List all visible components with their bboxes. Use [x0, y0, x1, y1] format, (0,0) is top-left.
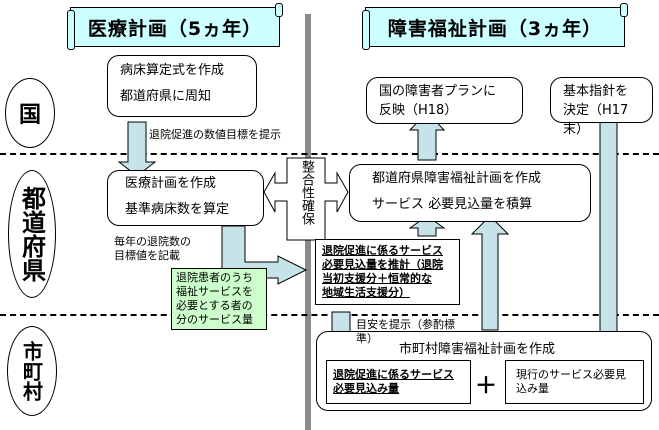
- municipal-estimate-box: 退院促進に係るサービス 必要見込み量: [326, 360, 471, 404]
- service-line-4: 分のサービス量: [176, 313, 253, 326]
- basic-policy-line-2: 決定（H17: [563, 103, 629, 118]
- welfare-national-plan-box: 国の障害者プランに 反映（H18）: [366, 77, 523, 124]
- header-welfare-label: 障害福祉計画（3ヵ年）: [387, 17, 603, 40]
- basic-policy-line-3: 末）: [563, 122, 590, 137]
- welfare-prefecture-box: 都道府県障害福祉計画を作成 サービス 必要見込量を積算: [349, 164, 591, 222]
- municipal-right-line-1: 現行のサービス必要見: [516, 368, 626, 381]
- medical-prefecture-line-1: 医療計画を作成: [125, 176, 217, 191]
- national-plan-line-2: 反映（H18）: [379, 103, 458, 118]
- municipal-title: 市町村障害福祉計画を作成: [399, 342, 556, 357]
- medical-prefecture-line-2: 基準病床数を算定: [125, 202, 230, 217]
- divider-national-prefecture: [0, 153, 659, 155]
- arrow-up-municipal: [470, 215, 510, 331]
- municipal-right-line-2: 込み量: [516, 382, 549, 395]
- service-line-3: 必要とする者の: [176, 299, 253, 312]
- guide-line-2: 準）: [356, 332, 378, 345]
- estimate-line-4: 地域生活支援分）: [322, 286, 410, 299]
- annual-target-note: 毎年の退院数の 目標値を記載: [114, 235, 191, 263]
- header-medical-plan: 医療計画（5ヵ年）: [67, 3, 283, 50]
- level-prefecture-label: 都道府県: [17, 186, 46, 282]
- arrow-label-target: 退院促進の数値目標を提示: [149, 128, 281, 141]
- basic-policy-box: 基本指針を 決定（H17 末）: [550, 77, 653, 137]
- medical-prefecture-box: 医療計画を作成 基準病床数を算定: [107, 170, 264, 226]
- arrow-down-basic-policy: [587, 113, 630, 356]
- welfare-prefecture-line-2: サービス 必要見込量を積算: [372, 197, 533, 212]
- medical-national-line-1: 病床算定式を作成: [120, 63, 225, 78]
- national-plan-line-1: 国の障害者プランに: [379, 84, 497, 99]
- note-line-2: 目標値を記載: [114, 249, 180, 262]
- level-national-label: 国: [18, 103, 41, 128]
- level-prefecture: 都道府県: [8, 170, 56, 298]
- estimate-line-3: 当初支援分＋恒常的な: [322, 272, 432, 285]
- estimate-line-2: 必要見込量を推計（退院: [322, 258, 443, 271]
- medical-national-box: 病床算定式を作成 都道府県に周知: [107, 55, 257, 117]
- medical-national-line-2: 都道府県に周知: [120, 89, 212, 104]
- basic-policy-line-1: 基本指針を: [563, 84, 629, 99]
- level-municipal: 市町村: [7, 326, 57, 416]
- level-national: 国: [5, 78, 55, 148]
- level-municipal-label: 市町村: [19, 341, 44, 401]
- estimate-box: 退院促進に係るサービス 必要見込量を推計（退院 当初支援分＋恒常的な 地域生活支…: [315, 239, 460, 305]
- consistency-label: 整合性確保: [299, 160, 314, 225]
- plus-sign: ＋: [475, 374, 498, 399]
- service-amount-box: 退院患者のうち 福祉サービスを 必要とする者の 分のサービス量: [171, 268, 267, 330]
- service-line-2: 福祉サービスを: [176, 285, 253, 298]
- divider-prefecture-municipal: [0, 314, 659, 316]
- welfare-prefecture-line-1: 都道府県障害福祉計画を作成: [372, 171, 542, 186]
- arrow-down-medical: [117, 121, 157, 177]
- arrow-up-estimate: [408, 215, 446, 237]
- arrow-consistency: [263, 157, 349, 241]
- service-line-1: 退院患者のうち: [176, 271, 253, 284]
- header-medical-label: 医療計画（5ヵ年）: [87, 17, 263, 40]
- municipal-left-line-2: 必要見込み量: [333, 382, 399, 395]
- municipal-left-line-1: 退院促進に係るサービス: [333, 368, 454, 381]
- guide-line-1: 目安を提示（参酌標: [356, 318, 455, 331]
- estimate-line-1: 退院促進に係るサービス: [322, 244, 443, 257]
- municipal-current-box: 現行のサービス必要見 込み量: [505, 360, 644, 404]
- note-line-1: 毎年の退院数の: [114, 235, 191, 248]
- header-welfare-plan: 障害福祉計画（3ヵ年）: [362, 3, 628, 50]
- guide-label: 目安を提示（参酌標 準）: [356, 318, 455, 346]
